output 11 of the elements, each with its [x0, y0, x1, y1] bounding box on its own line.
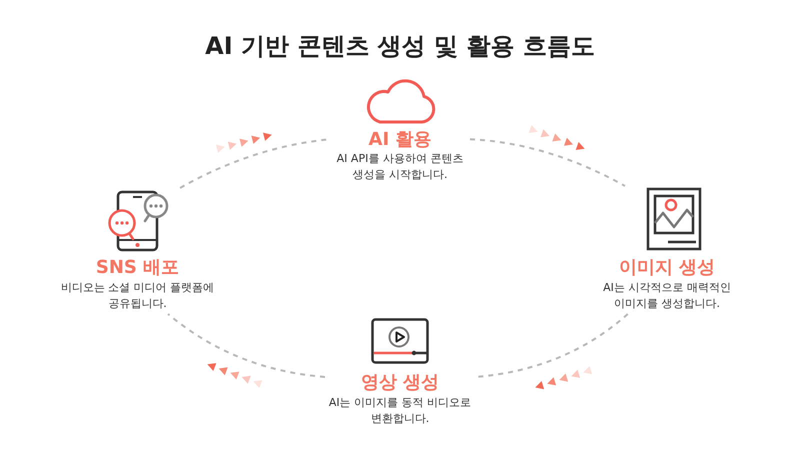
- step-description: AI API를 사용하여 콘텐츠 생성을 시작합니다.: [336, 151, 464, 183]
- step-title: 이미지 생성: [618, 258, 716, 278]
- step-description: 비디오는 소셜 미디어 플랫폼에 공유됩니다.: [60, 280, 216, 312]
- step-title: 영상 생성: [360, 373, 440, 393]
- dashed-connector: [470, 138, 626, 187]
- step-title: AI 활용: [368, 130, 432, 150]
- dashed-connector: [167, 313, 326, 378]
- diagram-title: AI 기반 콘텐츠 생성 및 활용 흐름도: [204, 31, 596, 62]
- step-description: AI는 시각적으로 매력적인 이미지를 생성합니다.: [602, 280, 732, 312]
- step-description: AI는 이미지를 동적 비디오로 변환합니다.: [328, 395, 472, 427]
- step-title: SNS 배포: [94, 258, 180, 278]
